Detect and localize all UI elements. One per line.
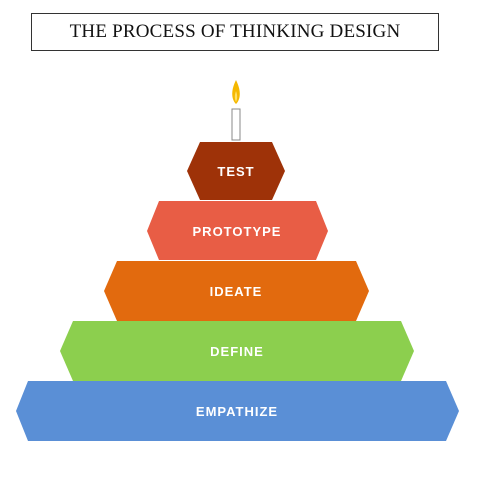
tier-empathize: EMPATHIZE xyxy=(16,381,459,441)
tier-empathize-shape xyxy=(16,381,459,441)
tier-define-label: DEFINE xyxy=(210,344,264,359)
tier-define-shape xyxy=(60,321,414,381)
tier-test-label: TEST xyxy=(217,164,254,179)
tier-prototype-label: PROTOTYPE xyxy=(193,224,282,239)
tier-prototype-shape xyxy=(147,201,328,260)
tier-ideate: IDEATE xyxy=(104,261,369,321)
candle xyxy=(231,80,241,141)
tier-prototype: PROTOTYPE xyxy=(147,201,328,260)
candle-flame-core xyxy=(234,91,238,102)
tier-test: TEST xyxy=(187,142,285,200)
tier-ideate-shape xyxy=(104,261,369,321)
tier-empathize-label: EMPATHIZE xyxy=(196,404,278,419)
tier-test-shape xyxy=(187,142,285,200)
tier-ideate-label: IDEATE xyxy=(210,284,263,299)
candle-body xyxy=(231,108,241,141)
diagram-title: THE PROCESS OF THINKING DESIGN xyxy=(31,13,439,51)
tier-define: DEFINE xyxy=(60,321,414,381)
